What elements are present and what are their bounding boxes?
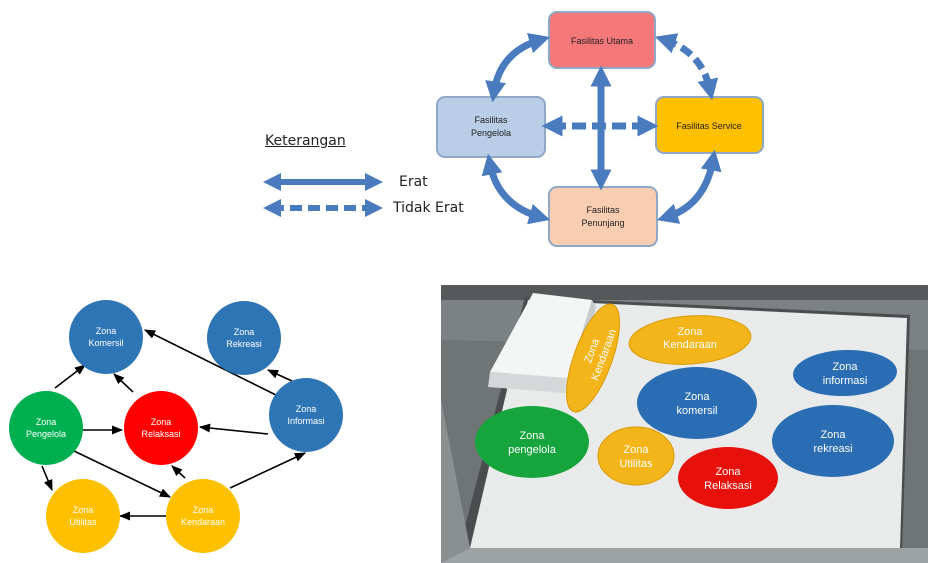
bubble-komersil-line2: Komersil	[88, 338, 123, 348]
bubble-utilitas-line2: Utilitas	[69, 517, 97, 527]
bubble-komersil-line1: Zona	[96, 326, 117, 336]
site-plan-render: Zona Kendaraan Zona Kendaraan Zona infor…	[441, 285, 928, 563]
arrow-utama-service	[655, 33, 719, 101]
edge-informasi-relaksasi	[198, 423, 269, 435]
plan-zona-pengelola	[475, 406, 589, 478]
bubble-zona-relaksasi	[124, 391, 198, 465]
plan-zona-kendaraan-vertical	[566, 303, 620, 413]
plan-kendaraan-top-line1: Zona	[677, 326, 703, 338]
bubble-relaksasi-line2: Relaksasi	[141, 429, 180, 439]
edge-informasi-komersil	[143, 329, 277, 396]
bubble-zona-rekreasi	[207, 301, 281, 375]
bubble-pengelola-line2: Pengelola	[26, 429, 66, 439]
plan-utilitas-line1: Zona	[623, 444, 649, 456]
bubble-kendaraan-line2: Kendaraan	[181, 517, 225, 527]
edge-kendaraan-informasi	[229, 452, 307, 489]
plan-komersil-line2: komersil	[677, 405, 718, 417]
legend-erat-label: Erat	[399, 174, 428, 190]
fasilitas-penunjang-box	[548, 186, 658, 247]
bubble-pengelola-line1: Zona	[36, 417, 57, 427]
plan-informasi-line2: informasi	[823, 375, 868, 387]
plan-pengelola-line1: Zona	[519, 430, 545, 442]
bubble-rekreasi-line2: Rekreasi	[226, 339, 262, 349]
fasilitas-service-label: Fasilitas Service	[676, 121, 742, 131]
fasilitas-penunjang-label-1: Fasilitas	[586, 205, 620, 215]
plan-relaksasi-line1: Zona	[715, 466, 741, 478]
bubble-relaksasi-line1: Zona	[151, 417, 172, 427]
plan-zona-relaksasi	[678, 447, 778, 509]
edge-informasi-rekreasi	[266, 369, 293, 382]
arrow-pengelola-utama	[485, 32, 551, 103]
bubble-zona-informasi	[269, 378, 343, 452]
edge-pengelola-komersil	[54, 364, 86, 389]
edge-pengelola-kendaraan	[73, 450, 172, 498]
plan-pengelola-line2: pengelola	[508, 444, 557, 456]
bubble-utilitas-line1: Zona	[73, 505, 94, 515]
edge-pengelola-utilitas	[41, 465, 53, 492]
plan-utilitas-line2: Utilitas	[619, 458, 653, 470]
fasilitas-pengelola-label-1: Fasilitas	[474, 115, 508, 125]
fasilitas-pengelola-box	[436, 96, 546, 158]
bubble-kendaraan-line1: Zona	[193, 505, 214, 515]
plan-rekreasi-line1: Zona	[820, 429, 846, 441]
plan-kendaraan-top-line2: Kendaraan	[663, 339, 717, 351]
plan-zona-informasi	[793, 349, 897, 397]
bubble-zona-komersil	[69, 300, 143, 374]
plan-rekreasi-line2: rekreasi	[813, 443, 852, 455]
edge-relaksasi-komersil	[113, 373, 134, 393]
bubble-informasi-line2: Informasi	[287, 416, 324, 426]
plan-komersil-line1: Zona	[684, 391, 710, 403]
fasilitas-pengelola-label-2: Pengelola	[471, 128, 511, 138]
bubble-zona-utilitas	[46, 479, 120, 553]
legend-title: Keterangan	[265, 133, 346, 149]
bubble-informasi-line1: Zona	[296, 404, 317, 414]
edge-kendaraan-relaksasi	[171, 465, 186, 479]
plan-informasi-line1: Zona	[832, 361, 858, 373]
arrow-pengelola-penunjang	[481, 153, 551, 225]
site-plan-building-block	[490, 293, 592, 378]
fasilitas-penunjang-label-2: Penunjang	[581, 218, 624, 228]
bubble-zona-pengelola	[9, 391, 83, 465]
plan-zona-rekreasi	[772, 405, 894, 477]
bubble-rekreasi-line1: Zona	[234, 327, 255, 337]
legend-tidak-erat-label: Tidak Erat	[393, 200, 464, 216]
plan-relaksasi-line2: Relaksasi	[704, 480, 752, 492]
plan-zona-kendaraan-top	[628, 315, 752, 365]
fasilitas-utama-label: Fasilitas Utama	[571, 36, 633, 46]
plan-zona-utilitas	[597, 426, 675, 486]
bubble-zona-kendaraan	[166, 479, 240, 553]
arrow-service-penunjang	[656, 149, 722, 224]
plan-zona-komersil	[637, 367, 757, 439]
